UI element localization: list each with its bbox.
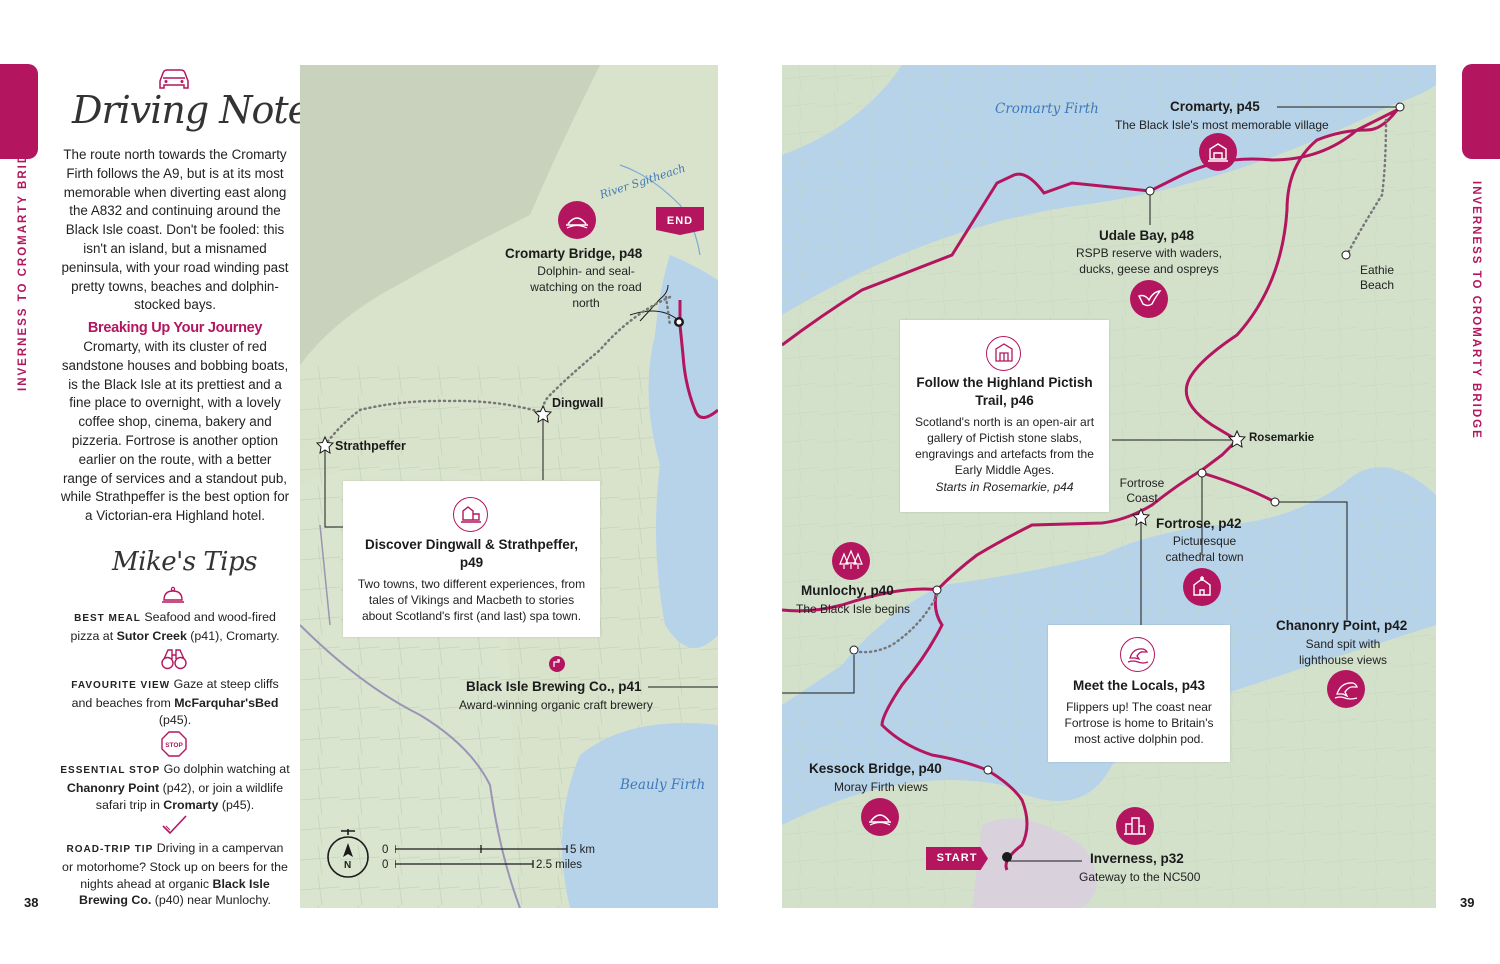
dingwall-box-desc: Two towns, two different experiences, fr… bbox=[357, 577, 586, 623]
left-map[interactable]: River Sgitheach Beauly Firth END Cromart… bbox=[300, 65, 718, 908]
dingwall-strathpeffer-box: Discover Dingwall & Strathpeffer, p49 Tw… bbox=[343, 481, 600, 637]
svg-text:STOP: STOP bbox=[165, 742, 183, 749]
intro-text: The route north towards the Cromarty Fir… bbox=[61, 147, 289, 313]
locals-box-title: Meet the Locals, p43 bbox=[1072, 678, 1206, 693]
strathpeffer-label: Strathpeffer bbox=[335, 439, 406, 453]
check-icon bbox=[160, 813, 188, 837]
tip-favourite-view: FAVOURITE VIEW Gaze at steep cliffs and … bbox=[71, 677, 279, 727]
locals-box-desc: Flippers up! The coast near Fortrose is … bbox=[1064, 700, 1214, 746]
tip-road-trip: ROAD-TRIP TIP Driving in a campervan or … bbox=[62, 841, 288, 908]
binoculars-icon bbox=[160, 647, 188, 671]
page-number-right: 39 bbox=[1460, 895, 1475, 910]
udale-desc: RSPB reserve with waders, ducks, geese a… bbox=[1075, 246, 1223, 276]
tip-essential-stop: ESSENTIAL STOP Go dolphin watching at Ch… bbox=[60, 762, 290, 812]
dolphin-icon bbox=[1327, 670, 1365, 708]
pictish-box-desc: Scotland's north is an open-air art gall… bbox=[914, 415, 1095, 477]
cromarty-bridge-title: Cromarty Bridge, p48 bbox=[505, 246, 643, 261]
udale-title: Udale Bay, p48 bbox=[1099, 228, 1195, 243]
scale-km-label: 5 km bbox=[570, 844, 595, 856]
right-map[interactable]: Cromarty Firth Cromarty, p45 The Black I… bbox=[782, 65, 1436, 908]
chapter-tab-right bbox=[1462, 64, 1500, 159]
pictish-box-title: Follow the Highland Pictish Trail, p46 bbox=[916, 375, 1093, 408]
inverness-desc: Gateway to the NC500 bbox=[1079, 870, 1201, 884]
tip-best-meal: BEST MEAL Seafood and wood-fired pizza a… bbox=[70, 610, 280, 643]
cloche-icon bbox=[161, 586, 185, 606]
bridge-icon bbox=[558, 201, 596, 239]
bridge-icon-kessock bbox=[861, 798, 899, 836]
dingwall-box-title: Discover Dingwall & Strathpeffer, p49 bbox=[364, 537, 579, 570]
journey-text: Cromarty, with its cluster of red sandst… bbox=[60, 338, 290, 524]
fortrose-coast-label: Fortrose Coast bbox=[1119, 476, 1165, 505]
brewery-icon bbox=[549, 656, 565, 672]
rosemarkie-label: Rosemarkie bbox=[1249, 432, 1315, 444]
castle-house-icon bbox=[453, 497, 488, 532]
chanonry-title: Chanonry Point, p42 bbox=[1276, 618, 1408, 633]
cromarty-firth-label: Cromarty Firth bbox=[995, 101, 1099, 117]
stop-sign-icon: STOP bbox=[161, 731, 187, 757]
pictish-box-note: Starts in Rosemarkie, p44 bbox=[935, 480, 1074, 494]
eathie-label: Eathie Beach bbox=[1359, 263, 1395, 292]
gallery-icon bbox=[986, 336, 1021, 371]
dingwall-label: Dingwall bbox=[552, 396, 604, 410]
kessock-title: Kessock Bridge, p40 bbox=[809, 761, 942, 776]
chapter-label-left: INVERNESS TO CROMARTY BRIDGE bbox=[17, 132, 29, 391]
cromarty-title: Cromarty, p45 bbox=[1170, 99, 1260, 114]
page-title: Driving Notes bbox=[72, 88, 329, 132]
chapter-tab-left bbox=[0, 64, 38, 159]
start-flag: START bbox=[926, 847, 988, 870]
cromarty-desc: The Black Isle's most memorable village bbox=[1115, 118, 1329, 132]
scale-miles-label: 2.5 miles bbox=[536, 859, 583, 871]
city-icon bbox=[1116, 807, 1154, 845]
car-icon bbox=[155, 64, 193, 92]
scale-bar bbox=[395, 845, 568, 868]
fortrose-title: Fortrose, p42 bbox=[1156, 516, 1242, 531]
cromarty-bridge-desc: Dolphin- and seal-watching on the road n… bbox=[530, 264, 642, 310]
journey-heading: Breaking Up Your Journey bbox=[87, 320, 263, 337]
harbour-icon bbox=[1199, 133, 1237, 171]
intro-block: The route north towards the Cromarty Fir… bbox=[60, 146, 290, 526]
dolphin-outline-icon bbox=[1120, 637, 1155, 672]
brewing-title: Black Isle Brewing Co., p41 bbox=[466, 679, 642, 694]
munlochy-title: Munlochy, p40 bbox=[801, 583, 894, 598]
locals-box: Meet the Locals, p43 Flippers up! The co… bbox=[1048, 625, 1230, 762]
beauly-firth-label: Beauly Firth bbox=[620, 777, 706, 793]
chapter-label-right: INVERNESS TO CROMARTY BRIDGE bbox=[1470, 181, 1482, 440]
pictish-box: Follow the Highland Pictish Trail, p46 S… bbox=[900, 320, 1109, 512]
compass-icon bbox=[325, 827, 371, 879]
munlochy-desc: The Black Isle begins bbox=[796, 602, 911, 616]
compass-north-label: N bbox=[344, 860, 352, 871]
scale-zero-km: 0 bbox=[382, 844, 389, 856]
kessock-desc: Moray Firth views bbox=[834, 780, 929, 794]
forest-icon bbox=[832, 542, 870, 580]
bird-icon bbox=[1130, 280, 1168, 318]
scale-zero-miles: 0 bbox=[382, 859, 389, 871]
tips-title: Mike's Tips bbox=[112, 547, 257, 577]
inverness-title: Inverness, p32 bbox=[1090, 851, 1184, 866]
brewing-desc: Award-winning organic craft brewery bbox=[459, 698, 653, 712]
fortrose-desc: Picturesque cathedral town bbox=[1165, 534, 1244, 564]
page-number-left: 38 bbox=[24, 895, 39, 910]
cathedral-icon bbox=[1183, 568, 1221, 606]
chanonry-desc: Sand spit with lighthouse views bbox=[1298, 637, 1388, 667]
end-flag: END bbox=[656, 207, 704, 235]
